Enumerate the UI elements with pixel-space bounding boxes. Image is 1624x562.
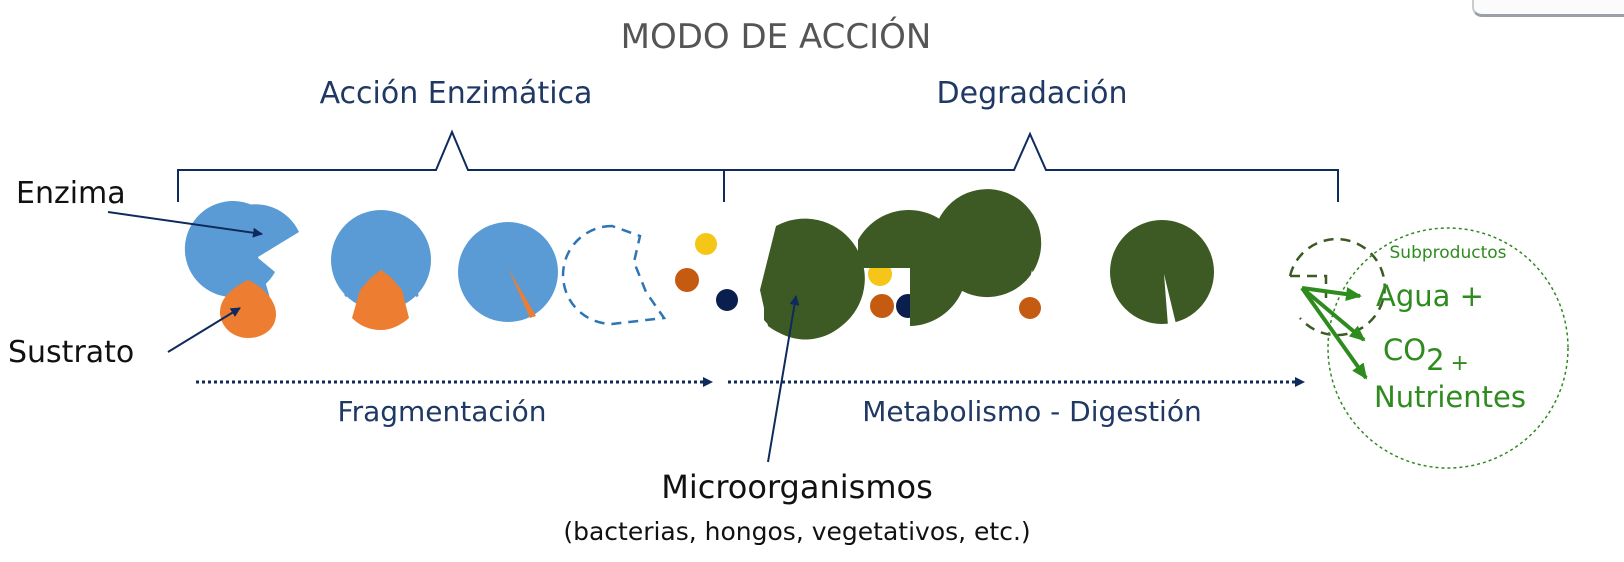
particle-rust-3 [1019,297,1041,319]
byproducts-circle [1327,227,1569,469]
microbe-3 [933,189,1042,298]
metabolism-label: Metabolismo - Digestión [862,395,1201,428]
substrate-drop [220,280,276,338]
byproduct-co2: CO2 + [1383,333,1469,377]
enzyme-1 [207,204,299,301]
enzyme-label: Enzima [16,176,126,211]
microbe-1-body [760,218,865,339]
enzyme-shape-3 [458,222,558,322]
diagram-title: MODO DE ACCIÓN [621,16,932,57]
enzyme-shape-2 [331,210,431,310]
fragment-navy [716,289,738,311]
co2-plus: + [1451,351,1469,376]
substrate-label: Sustrato [8,335,134,370]
fragment-rust [675,268,699,292]
microbe-ghost [1288,237,1386,337]
arrow-to-water [1301,286,1362,302]
enzyme-ghost [561,224,667,326]
microbe-4-cut [1164,274,1176,326]
substrate-bound-2 [352,266,409,330]
particle-rust-2 [870,294,894,318]
co2-subscript: 2 [1426,343,1444,377]
arrow-to-co2 [1300,286,1366,342]
co2-main: CO [1383,333,1426,367]
corner-tab [1472,0,1624,17]
byproduct-nutrients: Nutrientes [1374,380,1526,414]
phase-label-degradation: Degradación [937,76,1128,111]
fragmentation-label: Fragmentación [338,395,547,428]
phase-label-enzymatic: Acción Enzimática [320,76,593,111]
phase-brace [177,129,1339,202]
byproduct-water: Agua + [1376,279,1484,313]
arrow-to-nutrients [1300,286,1368,380]
enzyme-notch-2 [344,266,419,298]
microbe-4 [1110,220,1214,324]
byproducts-heading: Subproductos [1390,243,1507,263]
microorganisms-label: Microorganismos [661,468,932,506]
fragment-yellow [695,233,717,255]
enzyme-pointer [107,211,263,238]
microorganism-pointer [767,295,800,463]
microorganisms-note: (bacterias, hongos, vegetativos, etc.) [563,517,1030,546]
substrate-sliver-3 [508,268,536,318]
substrate-pointer [167,307,241,353]
